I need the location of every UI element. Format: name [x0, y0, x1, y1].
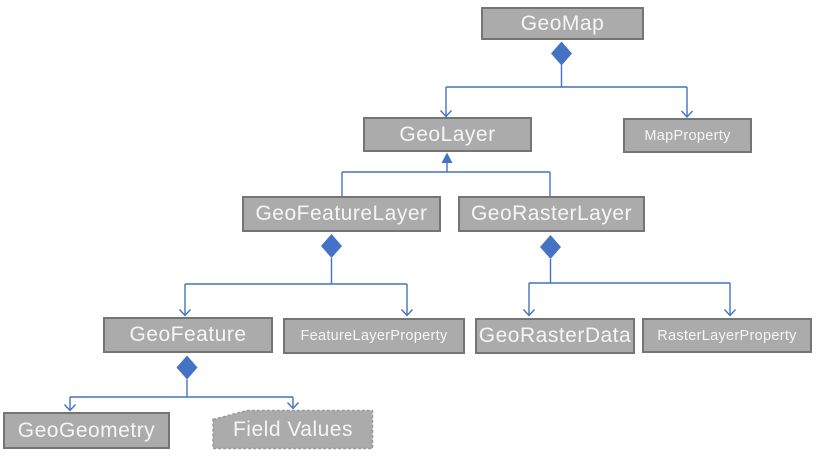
node-rasterlayerproperty: RasterLayerProperty [642, 318, 812, 353]
composition-diamond-georasterlayer [540, 235, 561, 259]
node-georasterlayer: GeoRasterLayer [458, 196, 645, 232]
arrowhead-rasterlayerproperty [723, 309, 737, 317]
arrowhead-georasterdata [522, 309, 536, 317]
node-fieldvalues: Field Values [232, 417, 353, 441]
arrowhead-geofeature [178, 309, 192, 317]
arrowhead-featurelayerproperty [400, 309, 414, 317]
inheritance-arrow [441, 152, 453, 163]
arrowhead-fieldvalues [286, 402, 300, 410]
edge-georasterlayer-children [522, 235, 737, 317]
node-geofeaturelayer: GeoFeatureLayer [242, 196, 441, 232]
arrowhead-geolayer [439, 110, 453, 118]
node-geomap: GeoMap [481, 7, 644, 40]
node-mapproperty: MapProperty [623, 118, 752, 153]
composition-diamond-geofeature [176, 355, 198, 380]
edge-geofeaturelayer-children [178, 234, 414, 317]
edge-geomap-children [439, 41, 694, 119]
node-georasterdata: GeoRasterData [475, 318, 635, 354]
composition-diamond-geofeaturelayer [321, 234, 342, 258]
edge-geofeature-children [63, 355, 300, 412]
composition-diamond-geomap [551, 41, 572, 66]
node-featurelayerproperty: FeatureLayerProperty [283, 318, 465, 354]
arrowhead-mapproperty [680, 110, 694, 119]
edge-inheritance-geolayer [341, 152, 551, 196]
node-geogeometry: GeoGeometry [3, 412, 170, 449]
arrowhead-geogeometry [63, 404, 77, 412]
node-geolayer: GeoLayer [363, 117, 532, 152]
node-geofeature: GeoFeature [103, 317, 273, 353]
